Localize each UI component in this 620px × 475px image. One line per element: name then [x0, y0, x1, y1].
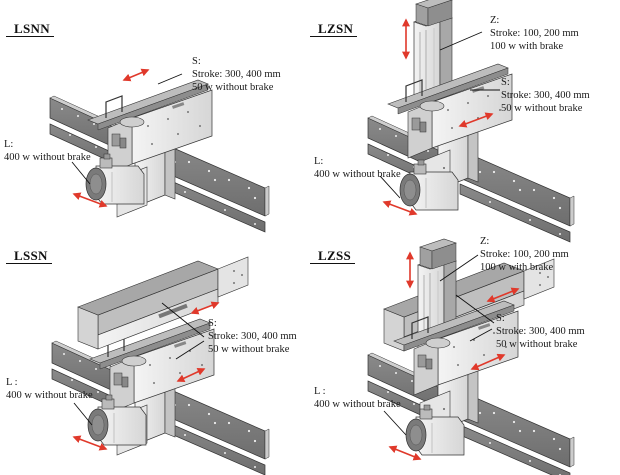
z-axis-leader-line [439, 254, 479, 282]
l-axis-motion-arrow [72, 192, 108, 208]
l-axis-heading: L: [4, 139, 14, 150]
s-axis-motion-arrow [458, 112, 494, 128]
s-axis-stroke: Stroke: 300, 400 mm [192, 69, 281, 80]
s-axis-heading: S: [496, 313, 505, 324]
s-axis-leader-line-upper [161, 302, 205, 338]
z-axis-motor: 100 w with brake [480, 262, 554, 273]
s-axis-motor: 50 w without brake [192, 82, 274, 93]
s-axis-spec: S: Stroke: 300, 400 mm 50 w without brak… [501, 76, 590, 115]
l-axis-motion-arrow [388, 445, 422, 461]
panel-lzsn: LZSN Z: Stroke: 100, 200 mm 100 w with b… [310, 0, 620, 243]
s-axis-lower-motion-arrow [470, 353, 506, 371]
z-axis-stroke: Stroke: 100, 200 mm [480, 249, 569, 260]
s-axis-motor: 50 w without brake [501, 103, 583, 114]
z-axis-heading: Z: [490, 15, 500, 26]
panel-title: LZSS [310, 249, 356, 264]
s-axis-spec: S: Stroke: 300, 400 mm 50 w without brak… [496, 312, 585, 351]
s-axis-leader-line-lower [175, 340, 205, 360]
s-axis-heading: S: [208, 318, 217, 329]
panel-title: LZSN [310, 22, 358, 37]
z-axis-spec: Z: Stroke: 100, 200 mm 100 w with brake [480, 235, 569, 274]
panel-lssn: LSSN S: Stroke: 300, 400 mm 50 w without… [0, 235, 310, 475]
robot-illustration-lssn [51, 256, 270, 475]
s-axis-leader-line-upper [455, 294, 495, 324]
s-axis-motor: 50 w without brake [496, 339, 578, 350]
s-axis-heading: S: [192, 56, 201, 67]
panel-title: LSSN [6, 249, 52, 264]
s-axis-leader-line-lower [469, 328, 493, 342]
z-axis-motor: 100 w with brake [490, 41, 564, 52]
l-axis-heading: L: [314, 156, 324, 167]
l-axis-leader-line [71, 161, 91, 185]
l-axis-leader-line [379, 175, 401, 199]
l-axis-leader-line [383, 410, 407, 436]
l-axis-leader-line [73, 402, 93, 426]
s-axis-stroke: Stroke: 300, 400 mm [496, 326, 585, 337]
l-axis-heading: L : [314, 386, 326, 397]
l-axis-heading: L : [6, 377, 18, 388]
l-axis-motion-arrow [72, 435, 108, 451]
s-axis-spec: S: Stroke: 300, 400 mm 50 w without brak… [192, 55, 281, 94]
s-axis-spec: S: Stroke: 300, 400 mm 50 w without brak… [208, 317, 297, 356]
s-axis-upper-motion-arrow [190, 301, 220, 315]
l-axis-spec: L: 400 w without brake [314, 155, 401, 181]
s-axis-leader-line [157, 73, 183, 85]
l-axis-spec: L: 400 w without brake [4, 138, 91, 164]
s-axis-motion-arrow [122, 68, 150, 82]
robot-illustration-lsnn [49, 68, 270, 233]
l-axis-motor: 400 w without brake [6, 390, 93, 401]
robot-illustration-lzsn [367, 0, 575, 243]
l-axis-spec: L : 400 w without brake [6, 376, 93, 402]
l-axis-motor: 400 w without brake [314, 169, 401, 180]
s-axis-upper-motion-arrow [486, 287, 520, 303]
s-axis-motor: 50 w without brake [208, 344, 290, 355]
z-axis-spec: Z: Stroke: 100, 200 mm 100 w with brake [490, 14, 579, 53]
panel-title: LSNN [6, 22, 54, 37]
z-axis-heading: Z: [480, 236, 490, 247]
l-axis-spec: L : 400 w without brake [314, 385, 401, 411]
s-axis-stroke: Stroke: 300, 400 mm [208, 331, 297, 342]
s-axis-stroke: Stroke: 300, 400 mm [501, 90, 590, 101]
panel-lzss: LZSS Z: Stroke: 100, 200 mm 100 w with b… [310, 225, 620, 475]
z-axis-leader-line [439, 31, 483, 51]
z-axis-stroke: Stroke: 100, 200 mm [490, 28, 579, 39]
panel-lsnn: LSNN S: Stroke: 300, 400 mm 50 w without… [0, 0, 310, 235]
s-axis-heading: S: [501, 77, 510, 88]
robot-illustration-lzss [367, 238, 575, 475]
s-axis-lower-motion-arrow [176, 368, 206, 382]
l-axis-motor: 400 w without brake [4, 152, 91, 163]
l-axis-motion-arrow [382, 200, 418, 216]
l-axis-motor: 400 w without brake [314, 399, 401, 410]
